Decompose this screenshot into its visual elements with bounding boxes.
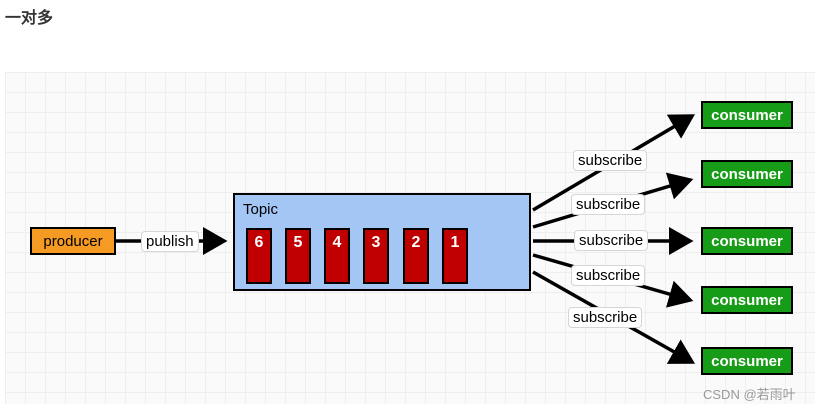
producer-node: producer (30, 227, 116, 255)
consumer-node-4: consumer (701, 286, 793, 314)
consumer-node-5: consumer (701, 347, 793, 375)
publish-label: publish (141, 231, 199, 252)
message-block: 4 (324, 228, 350, 284)
watermark: CSDN @若雨叶 (703, 387, 796, 402)
message-block: 1 (442, 228, 468, 284)
message-block: 6 (246, 228, 272, 284)
subscribe-label-4: subscribe (571, 265, 646, 286)
consumer-node-3: consumer (701, 227, 793, 255)
message-block: 2 (403, 228, 429, 284)
consumer-node-2: consumer (701, 160, 793, 188)
message-block: 5 (285, 228, 311, 284)
subscribe-label-2: subscribe (571, 194, 646, 215)
consumer-node-1: consumer (701, 101, 793, 129)
section-heading: 一对多 (5, 8, 54, 27)
subscribe-label-3: subscribe (574, 230, 649, 251)
topic-node: Topic 6 5 4 3 2 1 (233, 193, 531, 291)
subscribe-label-5: subscribe (568, 307, 643, 328)
subscribe-label-1: subscribe (573, 150, 648, 171)
topic-label: Topic (243, 201, 279, 218)
message-block: 3 (363, 228, 389, 284)
